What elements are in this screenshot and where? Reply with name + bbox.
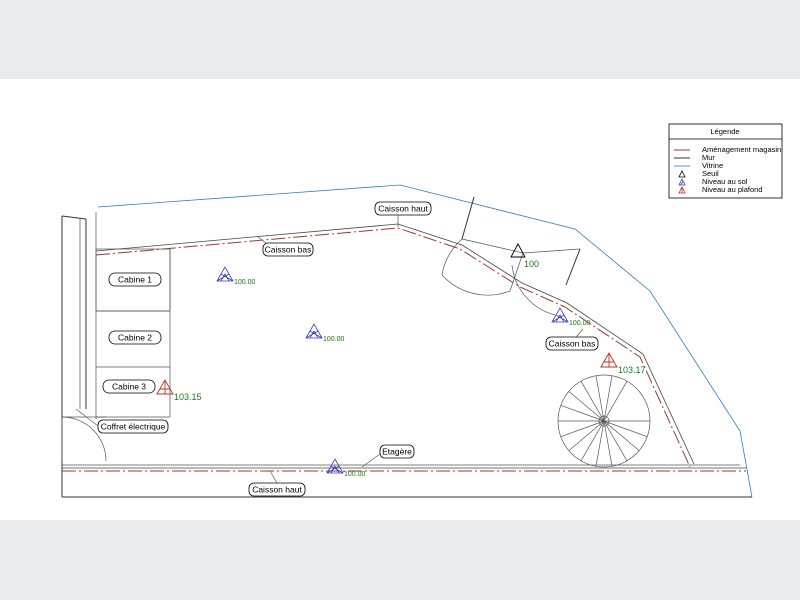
niveau-sol-marker-4: 100.00 [551,307,591,327]
niveau-sol-marker-1: 100.00 [216,266,256,286]
niveau-sol-marker-2: 100.00 [305,323,345,343]
svg-text:100.00: 100.00 [323,336,345,343]
niveau-sol-icon [678,178,686,186]
label-caisson-bas-right: Caisson bas [545,336,599,351]
label-coffret: Coffret électrique [97,419,169,434]
svg-text:Cabine 2: Cabine 2 [118,333,152,343]
coffret-door [61,416,107,462]
seuil-marker: 100 [510,243,539,269]
svg-text:Cabine 3: Cabine 3 [112,382,146,392]
label-caisson-bas-top: Caisson bas [262,242,314,257]
legend-item-vitrine: Vitrine [702,161,723,170]
legend-item-amenagement: Aménagement magasin [702,145,781,154]
svg-text:Etagère: Etagère [382,447,412,457]
svg-text:Caisson haut: Caisson haut [252,485,302,495]
label-cabine-1: Cabine 1 [108,272,162,287]
plan-sheet: Caisson haut Caisson bas Cabine 1 Cabine… [0,79,800,520]
label-caisson-haut-top: Caisson haut [374,201,432,216]
svg-text:Caisson bas: Caisson bas [549,339,596,349]
legend-item-mur: Mur [702,153,715,162]
legend-title: Légende [710,127,739,136]
svg-text:100: 100 [524,259,539,269]
svg-text:100.00: 100.00 [234,279,256,286]
niveau-plafond-icon [678,186,686,194]
svg-text:Coffret électrique: Coffret électrique [101,422,166,432]
svg-text:Caisson haut: Caisson haut [378,204,428,214]
niveau-sol-marker-3: 100.00 [326,458,366,478]
vitrine-line [97,184,753,498]
svg-text:100.00: 100.00 [569,320,591,327]
label-cabine-3: Cabine 3 [102,379,156,394]
legend-item-seuil: Seuil [702,169,719,178]
entrance [441,196,581,316]
bottom-wall [62,464,752,498]
svg-text:100.00: 100.00 [344,471,366,478]
legend-item-niveau-sol: Niveau au sol [702,177,748,186]
left-wall [61,212,97,497]
label-cabine-2: Cabine 2 [108,330,162,345]
svg-text:Cabine 1: Cabine 1 [118,275,152,285]
legend: Légende Aménagement magasin Mur Vitrine … [668,123,783,199]
niveau-plafond-marker-1: 103.15 [156,379,202,402]
seuil-icon [678,170,686,178]
svg-text:Caisson bas: Caisson bas [265,245,312,255]
floor-plan: Caisson haut Caisson bas Cabine 1 Cabine… [61,123,783,498]
niveau-plafond-marker-2: 103.17 [600,352,646,375]
spiral-staircase [557,374,651,468]
legend-item-niveau-plafond: Niveau au plafond [702,185,762,194]
label-etagere: Etagère [379,444,415,459]
label-caisson-haut-bottom: Caisson haut [248,482,306,497]
amenagement-top-inner [95,223,695,465]
svg-text:103.15: 103.15 [174,392,202,402]
svg-text:103.17: 103.17 [618,365,646,375]
amenagement-top [95,227,691,468]
